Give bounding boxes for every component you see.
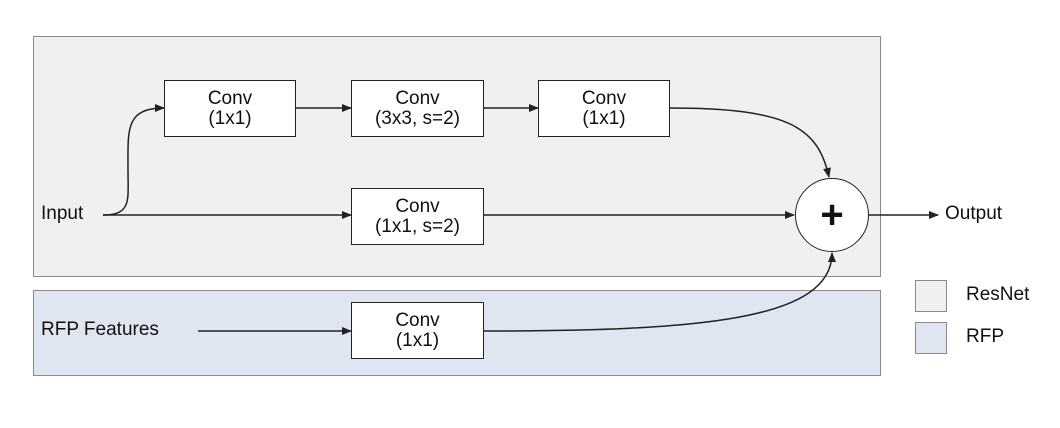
legend-swatch-resnet bbox=[915, 280, 947, 312]
conv-3x3-title: Conv bbox=[395, 87, 440, 109]
legend-label-resnet: ResNet bbox=[966, 284, 1030, 305]
conv-1x1-box: Conv (1x1) bbox=[164, 80, 296, 137]
conv-shortcut-params: (1x1, s=2) bbox=[374, 215, 460, 237]
conv-shortcut-box: Conv (1x1, s=2) bbox=[351, 188, 484, 245]
conv-3x3-box: Conv (3x3, s=2) bbox=[351, 80, 484, 137]
conv-1x1-expand-title: Conv bbox=[581, 87, 627, 109]
sum-node: + bbox=[795, 178, 869, 252]
conv-3x3-params: (3x3, s=2) bbox=[374, 107, 460, 129]
conv-1x1-title: Conv bbox=[207, 87, 253, 109]
conv-1x1-expand-params: (1x1) bbox=[582, 107, 626, 129]
edge-rfpconv-to-sum bbox=[483, 252, 836, 332]
legend-swatch-rfp bbox=[915, 322, 947, 354]
conv-rfp-title: Conv bbox=[395, 309, 440, 331]
conv-rfp-box: Conv (1x1) bbox=[351, 302, 484, 359]
conv-1x1-params: (1x1) bbox=[208, 107, 252, 129]
legend-label-rfp: RFP bbox=[966, 326, 1004, 347]
edge-conv3-to-sum bbox=[669, 107, 831, 178]
conv-1x1-expand-box: Conv (1x1) bbox=[538, 80, 670, 137]
conv-shortcut-title: Conv bbox=[395, 195, 440, 217]
input-label: Input bbox=[41, 203, 84, 224]
edge-input-to-conv1 bbox=[102, 104, 165, 216]
conv-rfp-params: (1x1) bbox=[395, 329, 440, 351]
output-label: Output bbox=[945, 203, 1003, 224]
rfp-features-label: RFP Features bbox=[41, 319, 159, 340]
